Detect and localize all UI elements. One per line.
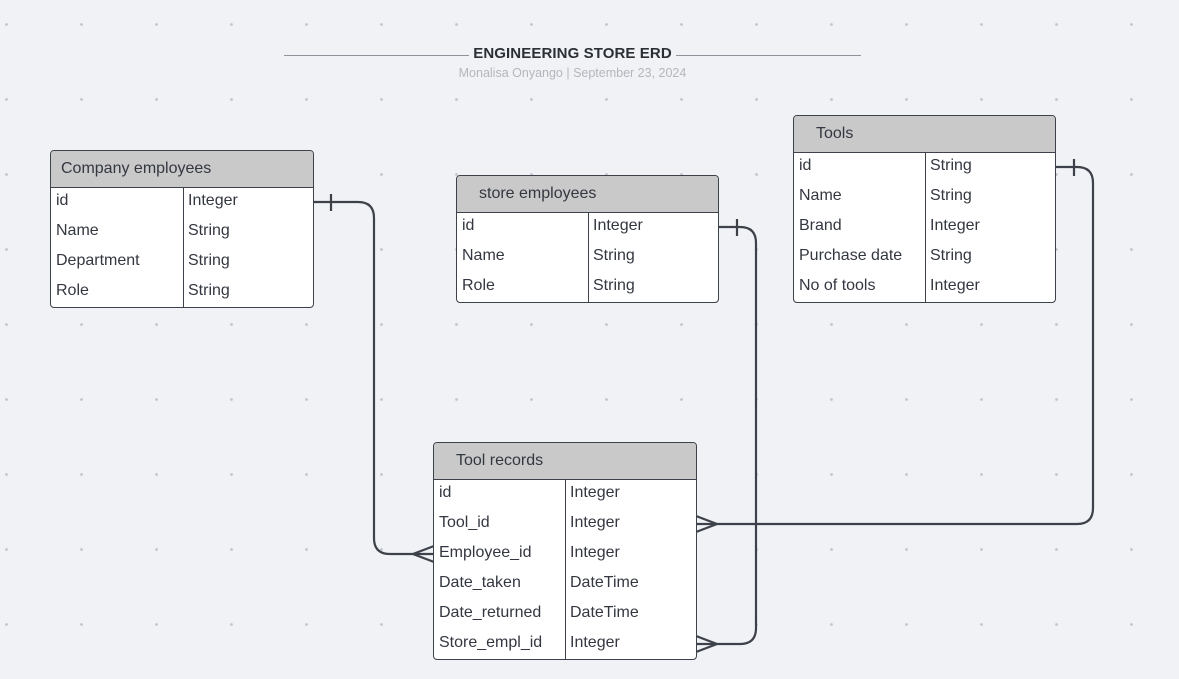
attribute-row[interactable]: Purchase date String	[794, 243, 1055, 273]
attribute-row[interactable]: id String	[794, 153, 1055, 183]
attribute-name: Role	[56, 282, 89, 299]
entity-attributes: id String Name String Brand Integer Purc…	[794, 153, 1055, 302]
entity-title: Tools	[816, 125, 854, 142]
attribute-row[interactable]: Name String	[794, 183, 1055, 213]
attribute-row[interactable]: Employee_id Integer	[434, 540, 696, 570]
attribute-type: String	[593, 277, 635, 294]
many-marker	[695, 634, 721, 654]
attribute-type: DateTime	[570, 604, 639, 621]
attribute-name: No of tools	[799, 277, 876, 294]
entity-tool-records[interactable]: Tool records id Integer Tool_id Integer …	[433, 442, 697, 660]
attribute-name: Department	[56, 252, 140, 269]
entity-title: Company employees	[61, 160, 212, 177]
attribute-row[interactable]: Date_taken DateTime	[434, 570, 696, 600]
attribute-row[interactable]: Brand Integer	[794, 213, 1055, 243]
connector-company-employees-to-tool-records[interactable]	[313, 194, 435, 564]
attribute-name: id	[462, 217, 475, 234]
entity-title: Tool records	[456, 452, 544, 469]
entity-tools[interactable]: Tools id String Name String Brand Intege…	[793, 115, 1056, 303]
attribute-name: Role	[462, 277, 495, 294]
entity-store-employees[interactable]: store employees id Integer Name String R…	[456, 175, 719, 303]
attribute-type: String	[930, 187, 972, 204]
entity-header: Tool records	[434, 443, 696, 480]
entity-header: store employees	[457, 176, 718, 213]
attribute-name: Employee_id	[439, 544, 532, 561]
attribute-type: Integer	[593, 217, 643, 234]
attribute-name: id	[799, 157, 812, 174]
attribute-name: Brand	[799, 217, 842, 234]
attribute-row[interactable]: Role String	[457, 273, 718, 302]
entity-attributes: id Integer Name String Role String	[457, 213, 718, 302]
many-marker	[695, 514, 721, 534]
attribute-row[interactable]: Name String	[51, 218, 313, 248]
entity-attributes: id Integer Name String Department String…	[51, 188, 313, 307]
entity-header: Company employees	[51, 151, 313, 188]
attribute-name: Name	[799, 187, 842, 204]
attribute-type: String	[188, 252, 230, 269]
attribute-type: DateTime	[570, 574, 639, 591]
attribute-type: Integer	[570, 634, 620, 651]
attribute-name: id	[56, 192, 69, 209]
attribute-name: Tool_id	[439, 514, 490, 531]
entity-company-employees[interactable]: Company employees id Integer Name String…	[50, 150, 314, 308]
attribute-name: Date_returned	[439, 604, 542, 621]
attribute-row[interactable]: Role String	[51, 278, 313, 307]
attribute-row[interactable]: Name String	[457, 243, 718, 273]
attribute-row[interactable]: Store_empl_id Integer	[434, 630, 696, 659]
diagram-subtitle: Monalisa Onyango | September 23, 2024	[458, 66, 687, 80]
attribute-type: Integer	[570, 484, 620, 501]
attribute-type: String	[593, 247, 635, 264]
entity-attributes: id Integer Tool_id Integer Employee_id I…	[434, 480, 696, 659]
attribute-row[interactable]: id Integer	[457, 213, 718, 243]
attribute-type: String	[188, 282, 230, 299]
attribute-name: Purchase date	[799, 247, 903, 264]
attribute-row[interactable]: Department String	[51, 248, 313, 278]
attribute-name: Name	[462, 247, 505, 264]
entity-header: Tools	[794, 116, 1055, 153]
attribute-type: Integer	[930, 277, 980, 294]
entity-title: store employees	[479, 185, 597, 202]
attribute-type: String	[930, 247, 972, 264]
attribute-type: Integer	[188, 192, 238, 209]
attribute-name: Name	[56, 222, 99, 239]
attribute-row[interactable]: id Integer	[51, 188, 313, 218]
attribute-row[interactable]: Tool_id Integer	[434, 510, 696, 540]
attribute-type: String	[188, 222, 230, 239]
attribute-type: Integer	[570, 544, 620, 561]
diagram-title: ENGINEERING STORE ERD	[284, 45, 861, 62]
attribute-name: Store_empl_id	[439, 634, 543, 651]
attribute-name: Date_taken	[439, 574, 521, 591]
attribute-row[interactable]: Date_returned DateTime	[434, 600, 696, 630]
connector-tools-to-tool-records[interactable]	[695, 159, 1095, 534]
attribute-row[interactable]: id Integer	[434, 480, 696, 510]
attribute-type: Integer	[930, 217, 980, 234]
attribute-type: String	[930, 157, 972, 174]
attribute-row[interactable]: No of tools Integer	[794, 273, 1055, 302]
diagram-header: ENGINEERING STORE ERD Monalisa Onyango |…	[284, 42, 861, 84]
connector-store-employees-to-tool-records[interactable]	[695, 219, 758, 654]
attribute-type: Integer	[570, 514, 620, 531]
attribute-name: id	[439, 484, 452, 501]
many-marker	[409, 544, 435, 564]
